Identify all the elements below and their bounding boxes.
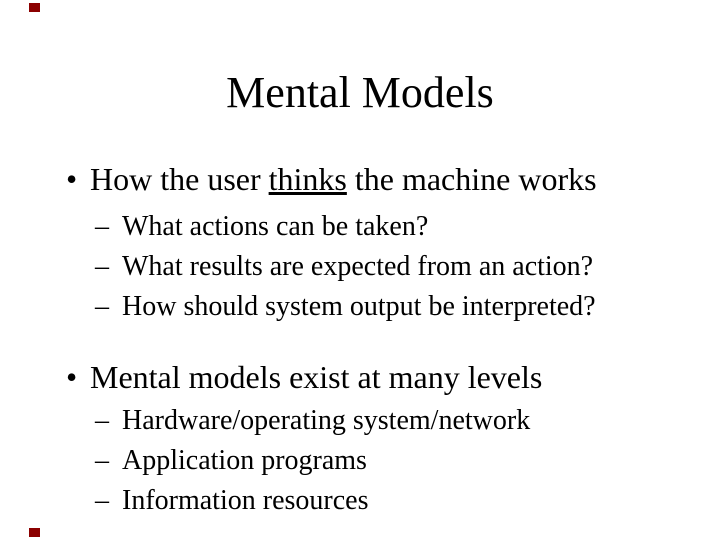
bullet-text: How the user thinks the machine works	[90, 161, 597, 197]
dash-marker: –	[95, 445, 109, 476]
sub-bullet-item: –Information resources	[95, 487, 368, 515]
bullet-text: Mental models exist at many levels	[90, 359, 543, 395]
sub-bullet-text: What actions can be taken?	[122, 211, 429, 242]
dash-marker: –	[95, 291, 109, 322]
sub-bullet-text: Hardware/operating system/network	[122, 405, 531, 436]
bullet-item: • How the user thinks the machine works	[66, 163, 597, 195]
dash-marker: –	[95, 211, 109, 242]
dash-marker: –	[95, 251, 109, 282]
sub-bullet-text: Application programs	[122, 445, 367, 476]
bullet-marker: •	[66, 161, 78, 197]
sub-bullet-item: –What results are expected from an actio…	[95, 253, 593, 281]
sub-bullet-text: What results are expected from an action…	[122, 251, 594, 282]
sub-bullet-text: Information resources	[122, 485, 369, 516]
corner-decoration	[29, 528, 40, 537]
sub-bullet-item: –Application programs	[95, 447, 367, 475]
bullet-item: • Mental models exist at many levels	[66, 361, 542, 393]
slide-title: Mental Models	[226, 68, 494, 117]
sub-bullet-text: How should system output be interpreted?	[122, 291, 596, 322]
sub-bullet-item: –How should system output be interpreted…	[95, 293, 596, 321]
dash-marker: –	[95, 405, 109, 436]
dash-marker: –	[95, 485, 109, 516]
sub-bullet-item: –Hardware/operating system/network	[95, 407, 530, 435]
sub-bullet-item: –What actions can be taken?	[95, 213, 428, 241]
underlined-word: thinks	[268, 161, 347, 197]
corner-decoration	[29, 3, 40, 12]
bullet-marker: •	[66, 359, 78, 395]
